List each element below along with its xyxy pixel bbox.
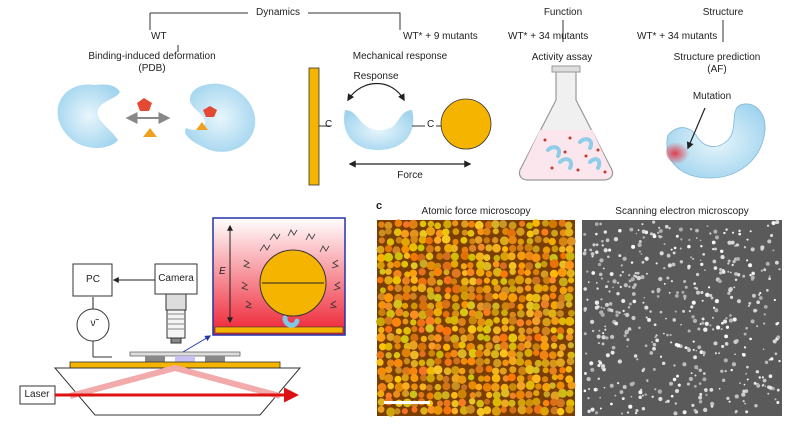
structure-prediction-diagram: [666, 103, 766, 179]
wt-label: WT: [151, 31, 167, 42]
nu-label: ν̃: [90, 318, 96, 329]
mutation-label: Mutation: [692, 91, 732, 102]
mechanical-response-diagram: [308, 67, 492, 186]
afm-title: Atomic force microscopy: [421, 206, 531, 217]
bound-triangle: [196, 122, 208, 130]
force-label: Force: [397, 170, 423, 181]
pc-box: [72, 263, 113, 297]
sem-image: [582, 220, 782, 416]
wt-34-mutants-label-b: WT* + 34 mutants: [637, 31, 718, 42]
protein-open-shape: [57, 84, 120, 148]
camera-label: Camera: [158, 273, 194, 284]
pentagon-ligand: [137, 98, 152, 111]
function-label: Function: [543, 7, 583, 18]
camera-box: [154, 263, 198, 295]
laser-label: Laser: [24, 389, 50, 400]
field-label: E: [219, 266, 226, 277]
triangle-ligand: [143, 128, 157, 137]
wt-34-mutants-label-a: WT* + 34 mutants: [508, 31, 589, 42]
scale-bar: [384, 401, 430, 404]
gold-bead: [440, 98, 492, 150]
response-arc: [347, 82, 405, 102]
pc-label: PC: [86, 274, 100, 285]
gold-wall: [308, 67, 320, 186]
binding-deformation-title: Binding-induced deformation: [88, 51, 216, 62]
wt-9-mutants-label: WT* + 9 mutants: [403, 31, 478, 42]
dynamics-tree: [149, 12, 724, 52]
binding-deformation-source: (PDB): [138, 63, 166, 74]
response-label: Response: [353, 71, 399, 82]
protein-u-shape: [344, 110, 414, 150]
structure-label: Structure: [702, 7, 744, 18]
panel-c-letter: c: [376, 200, 383, 212]
protein-closed-shape: [185, 83, 256, 152]
binding-deformation-diagram: [57, 83, 256, 152]
mechanical-response-title: Mechanical response: [352, 51, 448, 62]
mutation-arrow: [686, 107, 706, 150]
sample-plate: [129, 351, 241, 357]
c-terminus-right: C: [427, 119, 435, 130]
objective-body: [165, 293, 187, 311]
sem-title: Scanning electron microscopy: [615, 206, 749, 217]
activity-assay-label: Activity assay: [531, 52, 593, 63]
afm-image: [376, 219, 576, 417]
activity-flask: [518, 65, 614, 181]
structure-prediction-source: (AF): [707, 64, 727, 75]
bound-pentagon: [203, 106, 217, 117]
dynamics-label: Dynamics: [256, 7, 300, 18]
structure-prediction-title: Structure prediction: [673, 52, 761, 63]
c-terminus-left: C: [325, 119, 333, 130]
field-inset-panel: [212, 217, 346, 336]
optical-setup-diagram: [19, 263, 302, 416]
prism: [53, 367, 302, 416]
